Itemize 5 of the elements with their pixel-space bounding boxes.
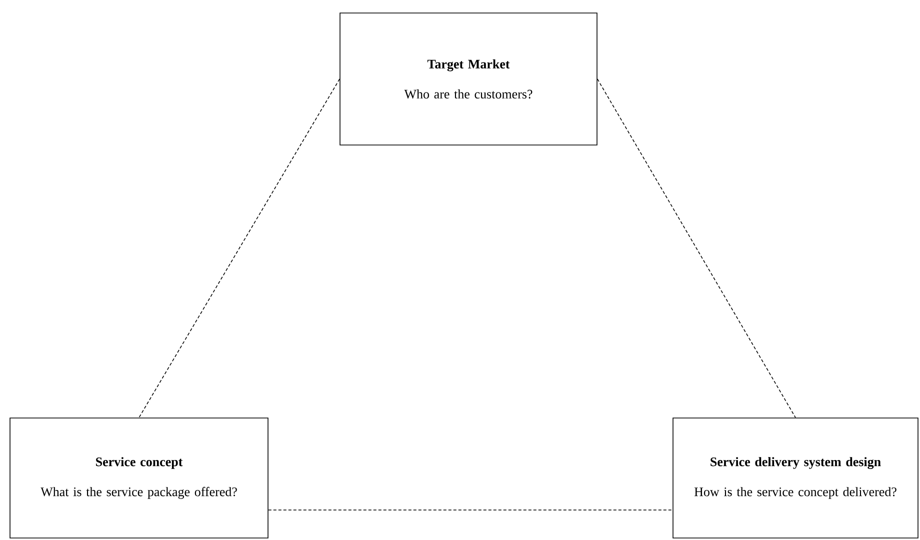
- process-box: Service delivery system design How is the service concept delivered?: [672, 418, 918, 538]
- connector-line: [597, 78, 796, 418]
- process-box: Service concept What is the service package offered?: [10, 418, 268, 538]
- process-box: Target Market Who are the customers?: [340, 12, 598, 146]
- connector-line: [138, 78, 340, 418]
